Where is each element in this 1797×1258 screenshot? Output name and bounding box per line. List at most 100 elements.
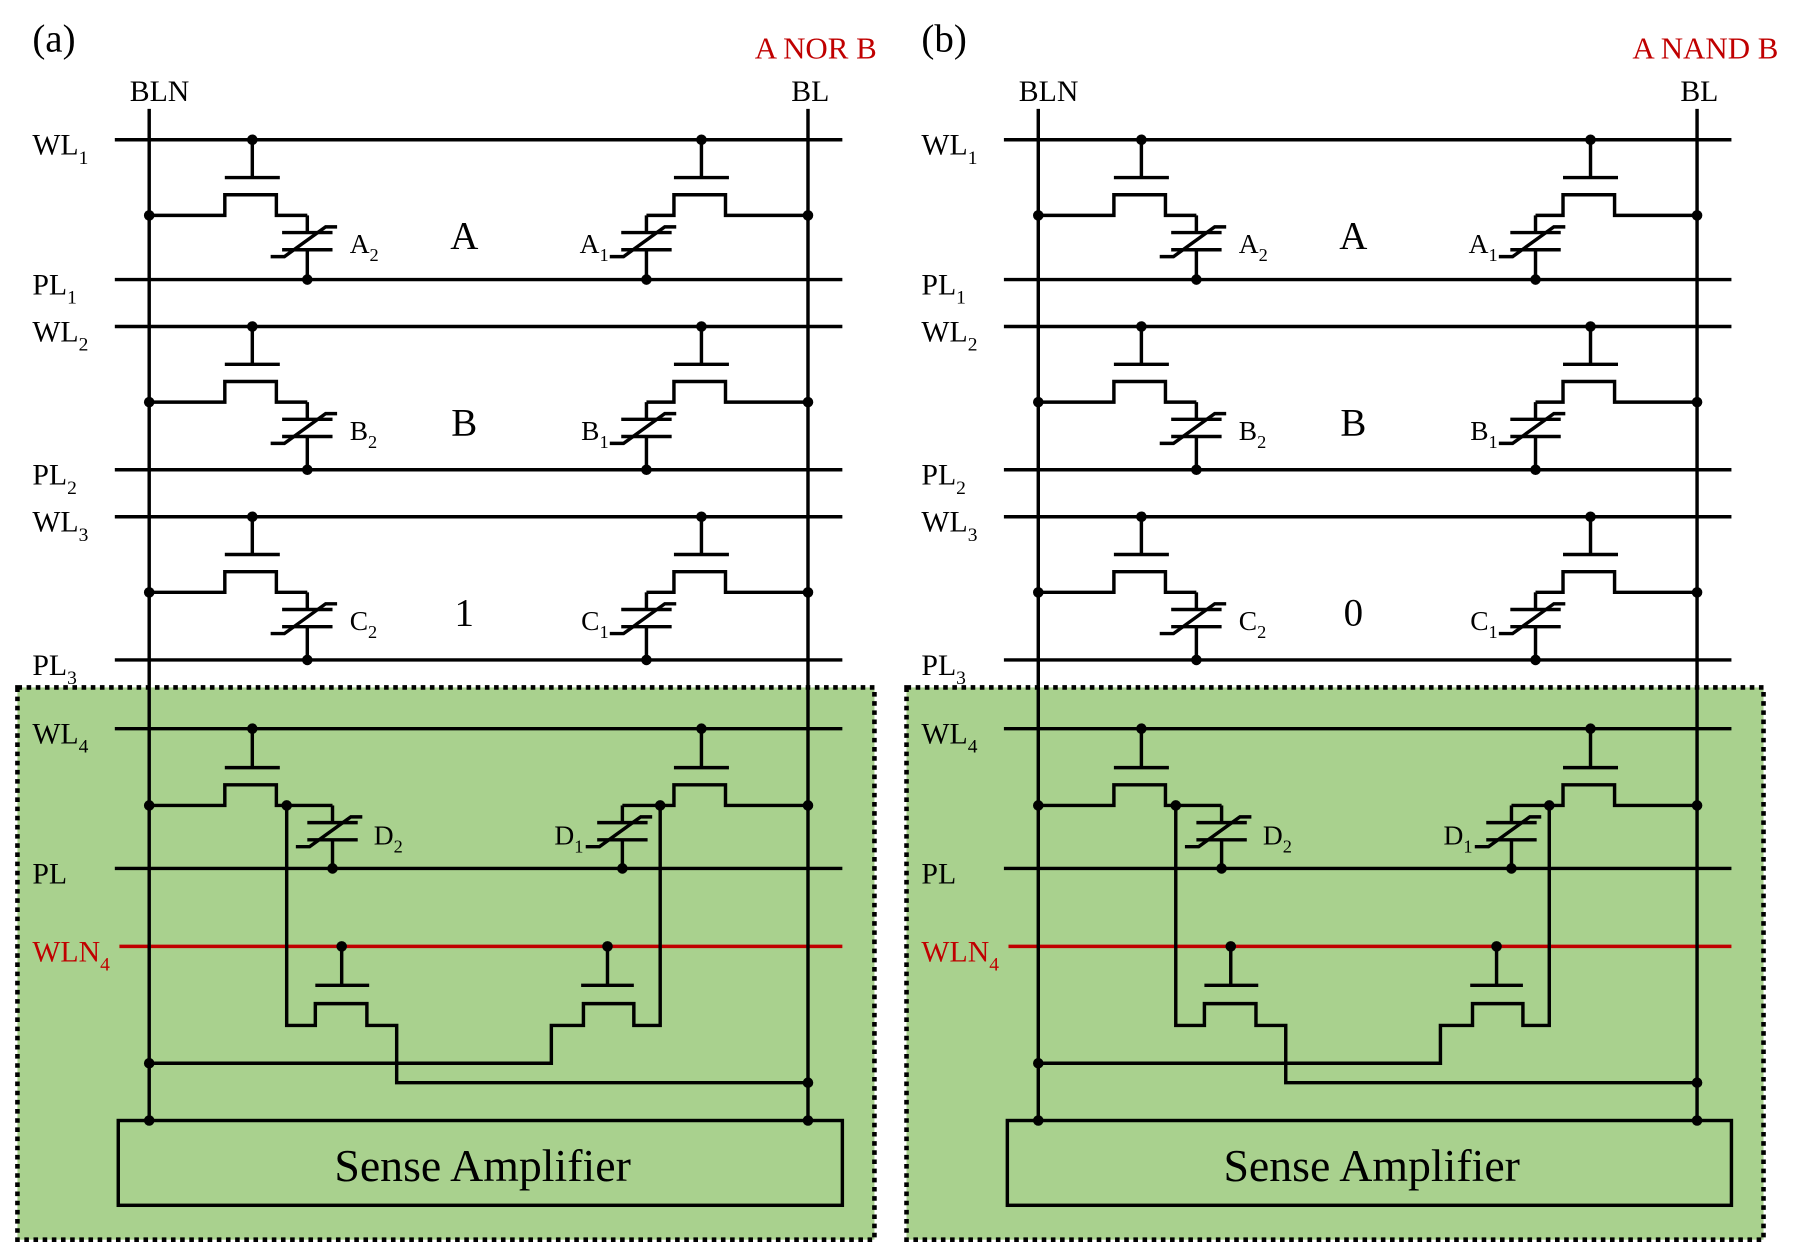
panel-1-plateline-3-label: PL3: [32, 649, 76, 689]
panel-1-row-1-right-channel: [646, 193, 808, 218]
panel-1-row-2-right-cell-label: B1: [581, 416, 609, 452]
panel-1-row-2-left-plateline-dot: [302, 464, 313, 476]
panel-1-wordline-1-label: WL1: [32, 129, 88, 169]
panel-2-row-3-left-cell: [1033, 511, 1227, 666]
panel-2-plateline-2-label-subscript: 2: [956, 478, 966, 499]
panel-1-wordline-3-label: WL3: [32, 506, 88, 546]
panel-1-row-1-left-cell-label-main: A: [350, 229, 370, 259]
panel-2-wordline-3-label-subscript: 3: [968, 525, 978, 546]
panel-1-compute-row-right-bitline-dot: [802, 800, 814, 811]
panel-2-row-3-right-cell-label-main: C: [1470, 606, 1488, 636]
panel-1-row-1-right-cell-label-subscript: 1: [599, 245, 608, 265]
panel-2-row-3-right-fecap: [1498, 592, 1566, 660]
panel-2-row-1-left-cell-label-subscript: 2: [1259, 245, 1268, 265]
panel-1-row-1-left-cell-label-subscript: 2: [370, 245, 379, 265]
panel-1-wordline-2-label-subscript: 2: [79, 335, 89, 356]
panel-1-sense-amplifier-box: [116, 1118, 845, 1208]
panel-2-plateline-1-label-subscript: 1: [956, 288, 966, 309]
panel-2-row-3-right-cell: [1498, 511, 1703, 666]
panel-1-compute-row-left-cell-label: D2: [374, 820, 403, 856]
panel-1-compute-row-right-cell-label-subscript: 1: [574, 836, 583, 856]
panel-1-compute-row-right-cell-label-main: D: [554, 820, 574, 850]
panel-2-row-2-right-bitline-dot: [1691, 396, 1703, 408]
panel-1-wordline-1-label-subscript: 1: [79, 148, 89, 169]
panel-2-compute-row-wln-right-transistor: [1033, 805, 1551, 1069]
panel-2-plateline-2-label: PL2: [921, 459, 965, 499]
panel-2-row-2-operand: B: [1340, 401, 1366, 444]
panel-2-wordline-4-label-main: WL: [921, 718, 967, 751]
panel-1-row-1-left-cell: [143, 134, 338, 285]
panel-1-compute-row-left-fecap-ferroelectric-slash: [295, 815, 363, 849]
panel-1-tag: (a): [32, 18, 75, 61]
panel-2-row-2-right-fecap-ferroelectric-slash: [1498, 411, 1566, 446]
panel-1-row-1-right-cell-label: A1: [580, 229, 609, 265]
panel-1-row-1-right-cell: [609, 134, 814, 285]
panel-2-row-2-left-cell-label-main: B: [1239, 416, 1257, 446]
panel-2-row-3-right-plateline-dot: [1530, 654, 1541, 666]
panel-2-wordline-4-label: WL4: [921, 718, 977, 758]
panel-1-row-2-right-bitline-dot: [802, 396, 814, 408]
panel-2-sense-amplifier-label: Sense Amplifier: [1223, 1140, 1519, 1191]
panel-2-row-3-right-cell-label-subscript: 1: [1489, 622, 1498, 642]
panel-2-compute-row-right-bitline-dot: [1691, 800, 1703, 811]
panel-1-row-2-right-cell-label-subscript: 1: [599, 432, 608, 452]
panel-1-operation-label: A NOR B: [755, 30, 877, 65]
panel-2-compute-region-highlight: [904, 685, 1766, 1242]
panel-2-row-1-left-gate-contact-dot: [1136, 134, 1147, 146]
panel-2-row-2-left-plateline-dot: [1191, 464, 1202, 476]
panel-2-wordline-2-label-main: WL: [921, 315, 967, 348]
panel-1-wordline-4-label: WL4: [32, 718, 88, 758]
panel-2-plateline-1-label-main: PL: [921, 268, 956, 301]
panel-2-complement-wordline-4-label-main: WLN: [921, 935, 989, 968]
panel-1-bl-sense-amp-dot: [802, 1115, 814, 1126]
panel-1-wordline-4-label-main: WL: [32, 718, 78, 751]
panel-1-compute-row-right-plateline-dot: [617, 863, 628, 874]
panel-1-row-1-right-bitline-dot: [802, 210, 814, 221]
panel-1-row-1-right-fecap-ferroelectric-slash: [609, 225, 677, 259]
panel-2-row-2-left-cell-label: B2: [1239, 416, 1267, 452]
panel-2-plateline-3-label: PL3: [921, 649, 965, 689]
panel-2-compute-row-right-plateline-dot: [1506, 863, 1517, 874]
panel-2-compute-row-right-cell-label: D1: [1443, 820, 1472, 856]
panel-1-complement-wordline-4-label-main: WLN: [32, 935, 100, 968]
panel-2-wordline-4-label-subscript: 4: [968, 737, 978, 758]
panel-2-wordline-2-label: WL2: [921, 315, 977, 355]
panel-2-compute-row-wln-right-path: [1038, 805, 1551, 1065]
panel-2-row-2-left-cell: [1033, 321, 1227, 476]
panel-1-row-2-left-channel: [149, 379, 308, 404]
panel-2-compute-row-left-cell-label-main: D: [1263, 820, 1283, 850]
panel-2-compute-row-right-cell: [1474, 723, 1703, 874]
panel-2-row-2-left-bitline-dot: [1033, 396, 1044, 408]
panel-1-wordline-4-label-subscript: 4: [79, 737, 89, 758]
panel-2-compute-row-left-cell: [1033, 723, 1252, 874]
panel-2-row-3-right-fecap-ferroelectric-slash: [1498, 602, 1566, 636]
panel-1-bitline-bln-label: BLN: [130, 75, 190, 108]
panel-2-row-3-left-cell-label-subscript: 2: [1257, 622, 1266, 642]
panel-2-plateline-3-label-subscript: 3: [956, 668, 966, 689]
panel-2-compute-row-left-cell-label-subscript: 2: [1283, 836, 1292, 856]
panel-2-compute-row-left-fecap: [1184, 805, 1252, 869]
panel-2-plateline-compute-label-main: PL: [921, 857, 956, 890]
panel-2-row-1-right-cell-label: A1: [1469, 229, 1498, 265]
panel-1-compute-row-wln-right-path: [149, 805, 662, 1065]
panel-2-complement-wordline-4-label: WLN4: [921, 935, 999, 975]
panel-2-row-1-right-gate-contact-dot: [1585, 134, 1596, 146]
panel-1-row-2-left-bitline-dot: [143, 396, 155, 408]
panel-2-compute-row-right-fecap-ferroelectric-slash: [1474, 815, 1542, 849]
panel-1-compute-row-left-cell-label-main: D: [374, 820, 394, 850]
panel-1-row-2-left-cell-label-main: B: [350, 416, 368, 446]
panel-2-bln-sense-amp-dot: [1033, 1115, 1044, 1126]
panel-1-row-3-left-cell-label: C2: [350, 606, 378, 642]
panel-1-row-1-right-cell-label-main: A: [580, 229, 600, 259]
panel-1-compute-region-highlight: [15, 685, 877, 1242]
panel-1-row-2-right-fecap-ferroelectric-slash: [609, 411, 677, 446]
panel-2-row-3-operand: 0: [1344, 592, 1363, 635]
panel-1-row-1-right-gate-contact-dot: [696, 134, 707, 146]
panel-2-row-1-left-cell-label: A2: [1239, 229, 1268, 265]
panel-2-wordline-1-label-subscript: 1: [968, 148, 978, 169]
panel-2-bitline-bl-label: BL: [1680, 75, 1718, 108]
panel-1-row-2-left-cell-label-subscript: 2: [368, 432, 377, 452]
panel-1-row-2-right-cell-label-main: B: [581, 416, 599, 446]
panel-2-tag: (b): [921, 18, 966, 61]
